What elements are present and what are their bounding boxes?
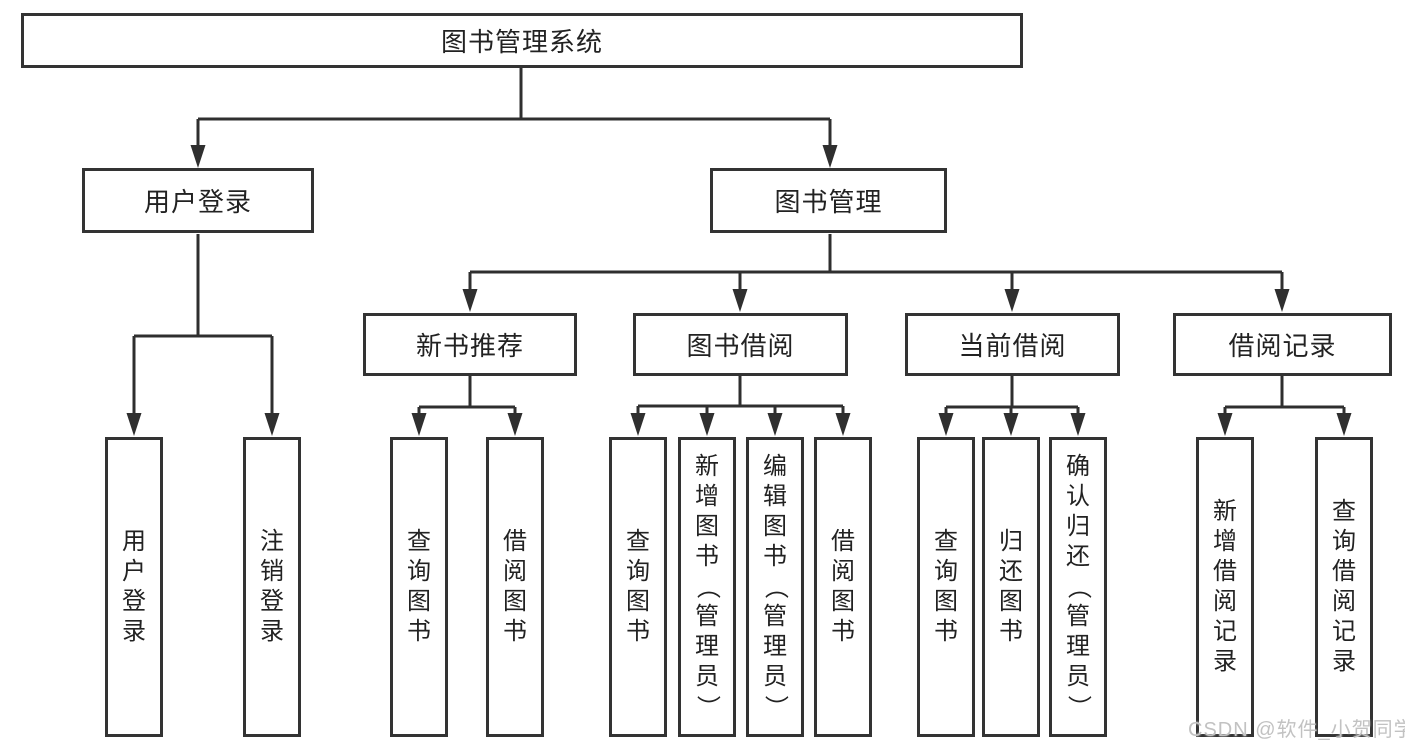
node-label: 图书管理 <box>774 187 883 217</box>
node-library-system: 图书管理系统 <box>21 13 1023 68</box>
node-new-book-recommend: 新书推荐 <box>363 313 577 376</box>
node-leaf-confirm-return-admin: 确认归还（管理员） <box>1049 437 1107 737</box>
node-leaf-query-books-current: 查询图书 <box>917 437 975 737</box>
node-book-management: 图书管理 <box>710 168 947 233</box>
node-label: 图书借阅 <box>686 331 795 361</box>
node-label: 查询图书 <box>626 528 650 645</box>
node-user-login: 用户登录 <box>82 168 314 233</box>
node-label: 注销登录 <box>260 528 284 645</box>
node-label: 借阅记录 <box>1228 331 1337 361</box>
node-leaf-borrow-books: 借阅图书 <box>814 437 872 737</box>
node-label: 新增图书（管理员） <box>694 453 721 720</box>
node-borrow-records: 借阅记录 <box>1173 313 1392 376</box>
node-leaf-borrow-books-recommend: 借阅图书 <box>486 437 544 737</box>
node-leaf-query-books-recommend: 查询图书 <box>390 437 448 737</box>
node-label: 当前借阅 <box>958 331 1067 361</box>
node-leaf-return-book: 归还图书 <box>982 437 1040 737</box>
node-label: 借阅图书 <box>503 528 527 645</box>
node-leaf-add-book-admin: 新增图书（管理员） <box>678 437 736 737</box>
watermark: CSDN @软件_小贺同学 <box>1188 719 1405 741</box>
node-label: 确认归还（管理员） <box>1065 453 1092 720</box>
node-label: 归还图书 <box>999 528 1023 645</box>
connector-lines <box>132 68 1346 418</box>
node-current-borrow: 当前借阅 <box>905 313 1120 376</box>
arrowhead-icons <box>126 145 1352 436</box>
node-leaf-query-books-borrow: 查询图书 <box>609 437 667 737</box>
node-label: 新书推荐 <box>415 331 524 361</box>
node-leaf-user-login: 用户登录 <box>105 437 163 737</box>
node-label: 查询图书 <box>407 528 431 645</box>
node-label: 图书管理系统 <box>440 27 603 57</box>
node-label: 查询借阅记录 <box>1332 498 1356 675</box>
node-leaf-logout: 注销登录 <box>243 437 301 737</box>
node-book-borrow: 图书借阅 <box>633 313 848 376</box>
node-label: 用户登录 <box>122 528 146 645</box>
node-leaf-edit-book-admin: 编辑图书（管理员） <box>746 437 804 737</box>
node-label: 编辑图书（管理员） <box>762 453 789 720</box>
node-leaf-add-borrow-record: 新增借阅记录 <box>1196 437 1254 737</box>
node-leaf-query-borrow-record: 查询借阅记录 <box>1315 437 1373 737</box>
node-label: 新增借阅记录 <box>1213 498 1237 675</box>
node-label: 借阅图书 <box>831 528 855 645</box>
node-label: 用户登录 <box>143 187 252 217</box>
node-label: 查询图书 <box>934 528 958 645</box>
